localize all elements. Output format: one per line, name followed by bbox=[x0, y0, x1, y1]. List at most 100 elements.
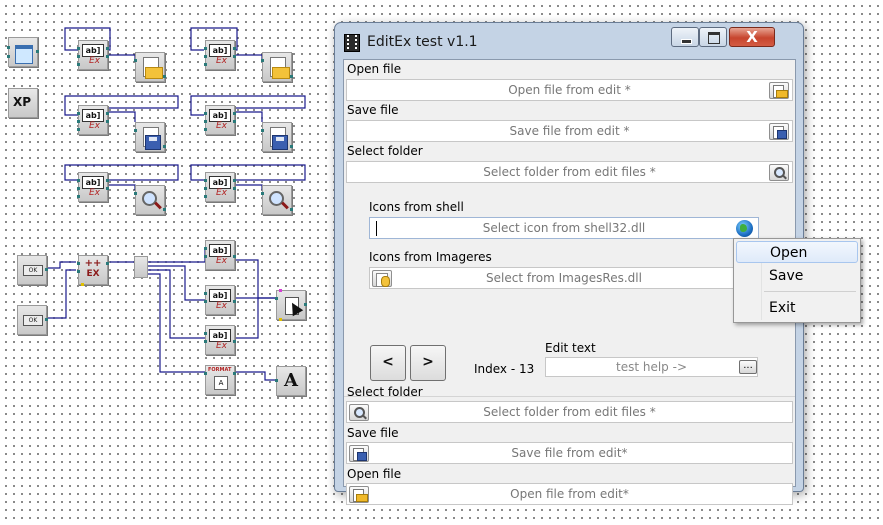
ex-label-top: ++ bbox=[84, 258, 102, 269]
magnifier-icon bbox=[142, 191, 157, 206]
select-folder-bottom-input[interactable]: Select folder from edit files * bbox=[346, 401, 793, 423]
maximize-button[interactable] bbox=[699, 27, 727, 47]
save-file-icon[interactable] bbox=[349, 445, 369, 462]
open-file-bottom-input[interactable]: Open file from edit* bbox=[346, 483, 793, 505]
save-file-dialog-component-2[interactable] bbox=[261, 122, 293, 152]
edit-component-label: ab] bbox=[209, 176, 231, 189]
previous-button[interactable]: < bbox=[370, 345, 406, 381]
open-file-icon[interactable] bbox=[769, 82, 789, 99]
editex-component-2[interactable]: ab] Ex bbox=[204, 40, 236, 70]
edit-component-suffix: Ex bbox=[216, 256, 228, 266]
schematic-wires bbox=[48, 27, 306, 381]
editex-component-3[interactable]: ab] Ex bbox=[77, 105, 109, 135]
open-file-dialog-component-2[interactable] bbox=[261, 52, 293, 82]
editex-component-5[interactable]: ab] Ex bbox=[77, 172, 109, 202]
save-file-top-placeholder: Save file from edit * bbox=[509, 124, 630, 138]
open-file-bottom-placeholder: Open file from edit* bbox=[510, 487, 629, 501]
editex-component-4[interactable]: ab] Ex bbox=[204, 105, 236, 135]
edit-component-suffix: Ex bbox=[89, 56, 101, 66]
icons-shell-input[interactable]: Select icon from shell32.dll bbox=[369, 217, 759, 239]
folder-icon bbox=[145, 67, 163, 79]
next-button[interactable]: > bbox=[410, 345, 446, 381]
title-bar[interactable]: EditEx test v1.1 X bbox=[335, 23, 803, 59]
label-component-glyph: A bbox=[284, 370, 298, 391]
edit-component-label: ab] bbox=[209, 44, 231, 57]
globe-icon[interactable] bbox=[735, 220, 755, 237]
edit-component-suffix: Ex bbox=[216, 341, 228, 351]
select-folder-bottom-placeholder: Select folder from edit files * bbox=[483, 405, 656, 419]
save-file-icon[interactable] bbox=[769, 123, 789, 140]
ex-counter-component[interactable]: ++ EX bbox=[77, 255, 109, 286]
save-file-top-input[interactable]: Save file from edit * bbox=[346, 120, 793, 142]
menu-item-save[interactable]: Save bbox=[769, 268, 804, 284]
menu-gutter bbox=[761, 241, 762, 320]
edit-component-suffix: Ex bbox=[89, 121, 101, 131]
editex-component-1[interactable]: ab] Ex bbox=[77, 40, 109, 70]
folder-icon bbox=[272, 67, 290, 79]
memory-component[interactable] bbox=[275, 289, 307, 321]
schematic-canvas[interactable]: XP ab] Ex ab] Ex ab] Ex ab] Ex bbox=[0, 0, 335, 525]
editex-test-window[interactable]: EditEx test v1.1 X Open file Open file f… bbox=[334, 22, 804, 505]
edit-component-suffix: Ex bbox=[216, 188, 228, 198]
select-folder-top-input[interactable]: Select folder from edit files * bbox=[346, 161, 793, 183]
window-component[interactable] bbox=[7, 37, 39, 67]
hub-component[interactable] bbox=[134, 256, 148, 278]
open-file-top-input[interactable]: Open file from edit * bbox=[346, 79, 793, 101]
edit-component-suffix: Ex bbox=[216, 301, 228, 311]
edit-component-label: ab] bbox=[82, 176, 104, 189]
button-component-label: OK bbox=[23, 265, 43, 276]
index-label: Index - 13 bbox=[474, 362, 535, 376]
close-icon: X bbox=[746, 28, 758, 46]
edit-text-browse-button[interactable]: ... bbox=[739, 360, 757, 374]
icons-imageres-placeholder: Select from ImagesRes.dll bbox=[486, 271, 642, 285]
edit-component-label: ab] bbox=[209, 244, 231, 257]
film-strip-icon bbox=[344, 34, 360, 52]
icons-imageres-label: Icons from Imageres bbox=[369, 250, 492, 264]
image-icon[interactable] bbox=[372, 270, 392, 287]
window-title: EditEx test v1.1 bbox=[367, 34, 478, 50]
icons-shell-label: Icons from shell bbox=[369, 200, 464, 214]
button-component-2[interactable]: OK bbox=[17, 305, 48, 335]
editex-component-6[interactable]: ab] Ex bbox=[204, 172, 236, 202]
menu-item-open[interactable]: Open bbox=[736, 241, 858, 263]
floppy-icon bbox=[145, 135, 161, 150]
label-component[interactable]: A bbox=[275, 366, 306, 396]
window-client-area: Open file Open file from edit * Save fil… bbox=[343, 59, 796, 505]
edit-text-label: Edit text bbox=[545, 341, 596, 355]
context-menu: Open Save Exit bbox=[733, 238, 861, 323]
edit-text-input[interactable]: test help -> bbox=[545, 357, 758, 377]
edit-component-suffix: Ex bbox=[216, 56, 228, 66]
xp-style-component[interactable]: XP bbox=[8, 88, 38, 118]
edit-text-value: test help -> bbox=[616, 360, 687, 374]
edit-component-suffix: Ex bbox=[216, 121, 228, 131]
format-component[interactable]: FORMAT A bbox=[204, 365, 236, 395]
window-icon bbox=[15, 45, 33, 64]
select-folder-bottom-label: Select folder bbox=[347, 385, 423, 399]
menu-item-exit[interactable]: Exit bbox=[769, 300, 796, 316]
save-file-bottom-input[interactable]: Save file from edit* bbox=[346, 442, 793, 464]
memory-icon bbox=[285, 297, 299, 315]
menu-separator bbox=[764, 291, 856, 292]
minimize-button[interactable] bbox=[671, 27, 699, 47]
open-file-icon[interactable] bbox=[349, 486, 369, 503]
search-icon[interactable] bbox=[769, 164, 789, 181]
xp-label: XP bbox=[13, 95, 32, 109]
icons-imageres-input[interactable]: Select from ImagesRes.dll bbox=[369, 267, 759, 289]
close-button[interactable]: X bbox=[729, 27, 775, 47]
folder-browse-component-2[interactable] bbox=[261, 185, 293, 215]
format-glyph: A bbox=[214, 376, 228, 390]
select-folder-top-label: Select folder bbox=[347, 144, 423, 158]
button-component-label: OK bbox=[23, 315, 43, 326]
editex-component-9[interactable]: ab] Ex bbox=[204, 325, 236, 355]
edit-component-label: ab] bbox=[209, 109, 231, 122]
folder-browse-component-1[interactable] bbox=[134, 185, 166, 215]
edit-component-label: ab] bbox=[82, 44, 104, 57]
open-file-bottom-label: Open file bbox=[347, 467, 402, 481]
button-component-1[interactable]: OK bbox=[17, 255, 48, 285]
edit-component-label: ab] bbox=[209, 289, 231, 302]
open-file-dialog-component-1[interactable] bbox=[134, 52, 166, 82]
editex-component-7[interactable]: ab] Ex bbox=[204, 240, 236, 270]
search-icon[interactable] bbox=[349, 404, 369, 421]
save-file-dialog-component-1[interactable] bbox=[134, 122, 166, 152]
editex-component-8[interactable]: ab] Ex bbox=[204, 285, 236, 315]
